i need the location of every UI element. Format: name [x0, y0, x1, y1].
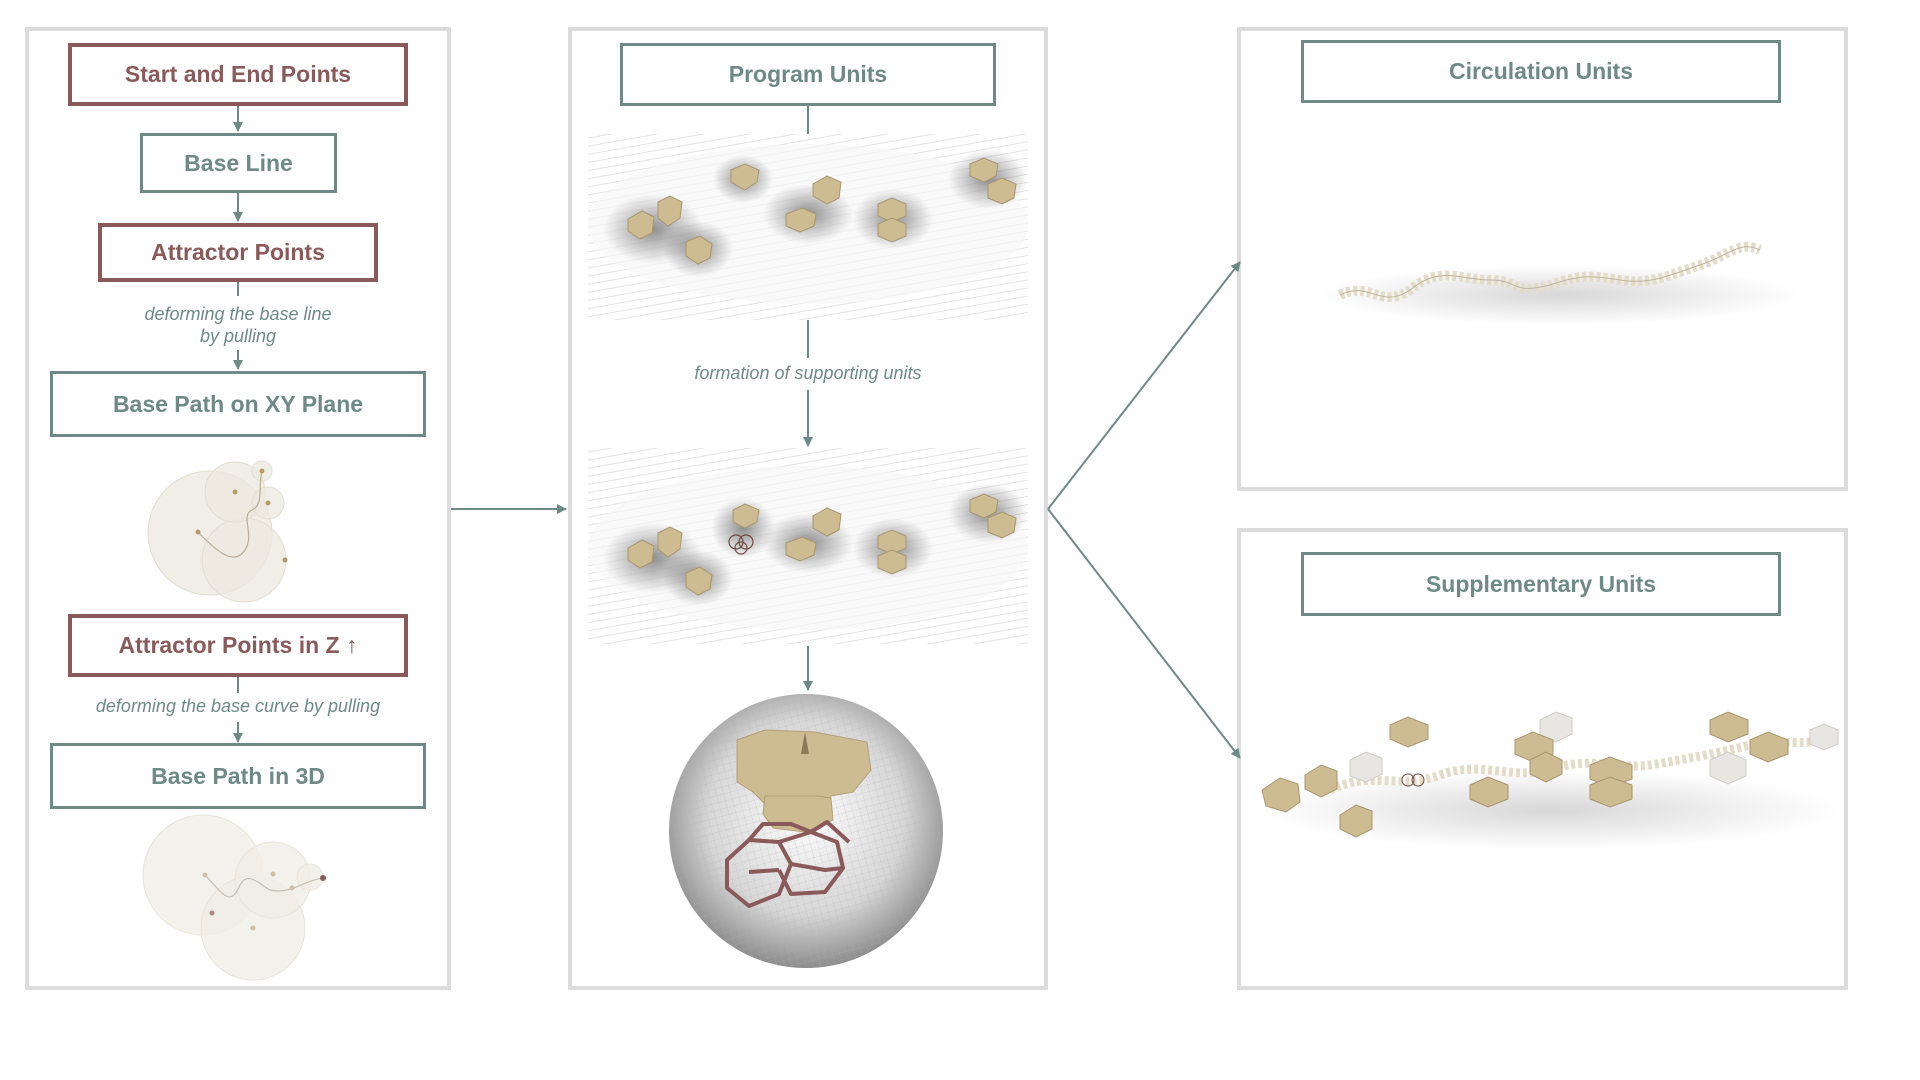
deforming-note-1: deforming the base line by pulling — [88, 303, 388, 347]
base-path-xy-label: Base Path on XY Plane — [112, 390, 364, 417]
base-path-xy-box: Base Path on XY Plane — [50, 371, 426, 437]
start-end-points-label: Start and End Points — [124, 61, 352, 87]
program-units-render-1 — [588, 134, 1028, 320]
circulation-units-label: Circulation Units — [1448, 58, 1633, 84]
program-unit-detail — [669, 694, 943, 968]
circulation-units-render — [1320, 241, 1800, 325]
base-line-label: Base Line — [184, 149, 293, 176]
program-units-label: Program Units — [728, 61, 888, 87]
supplementary-units-box: Supplementary Units — [1301, 552, 1781, 616]
supporting-units-note-text: formation of supporting units — [694, 363, 922, 383]
start-end-points-box: Start and End Points — [68, 43, 408, 106]
arrow-to-circulation — [1047, 261, 1241, 510]
base-path-3d-figure — [142, 814, 326, 981]
arrow-to-supplementary — [1047, 508, 1241, 759]
attractor-points-box: Attractor Points — [98, 223, 378, 282]
deforming-note-2-text: deforming the base curve by pulling — [95, 696, 381, 716]
base-line-box: Base Line — [140, 133, 337, 193]
supporting-units-note: formation of supporting units — [658, 362, 958, 384]
attractor-points-z-label: Attractor Points in Z ↑ — [118, 632, 358, 658]
deforming-note-2: deforming the base curve by pulling — [58, 695, 418, 717]
program-units-render-2 — [588, 448, 1028, 644]
base-path-xy-figure — [147, 460, 288, 603]
base-path-3d-box: Base Path in 3D — [50, 743, 426, 809]
deforming-note-1-line1: deforming the base line — [144, 304, 332, 324]
program-units-box: Program Units — [620, 43, 996, 106]
supplementary-units-label: Supplementary Units — [1425, 570, 1657, 597]
supplementary-units-render — [1260, 711, 1840, 850]
attractor-points-z-box: Attractor Points in Z ↑ — [68, 614, 408, 677]
attractor-points-label: Attractor Points — [151, 239, 325, 265]
base-path-3d-label: Base Path in 3D — [151, 762, 325, 789]
deforming-note-1-line2: by pulling — [199, 326, 277, 346]
circulation-units-box: Circulation Units — [1301, 40, 1781, 103]
circulation-panel — [1237, 27, 1848, 491]
